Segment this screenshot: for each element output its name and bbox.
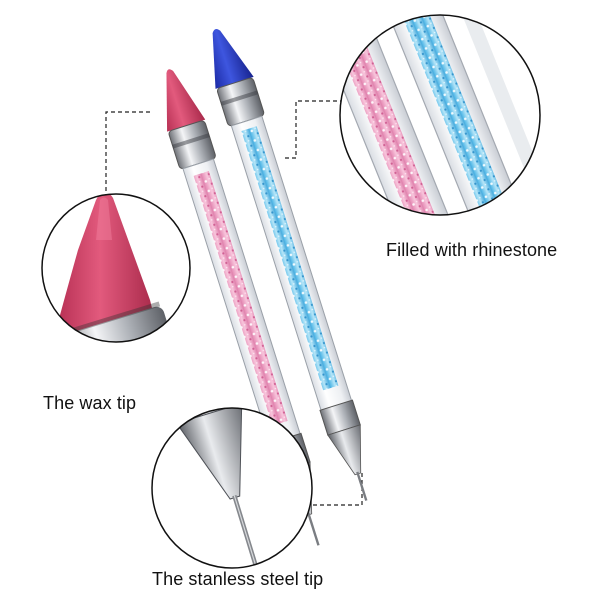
rhinestone-zoom xyxy=(339,14,541,216)
rhinestone-caption: Filled with rhinestone xyxy=(386,240,558,260)
wax-tip-caption: The wax tip xyxy=(43,393,137,413)
pink-wax-tip xyxy=(166,69,206,132)
rhinestone-leader xyxy=(285,100,342,159)
blue-rhinestone-fill xyxy=(241,126,339,391)
blue-wax-pen xyxy=(212,28,368,501)
wax-tip-zoom xyxy=(41,193,191,343)
steel-tip-caption: The stanless steel tip xyxy=(152,569,324,589)
wax-tip-leader xyxy=(105,111,150,196)
blue-wax-tip xyxy=(212,28,254,89)
pink-rhinestone-fill xyxy=(193,170,288,426)
steel-tip-leader xyxy=(312,473,363,506)
steel-tip-zoom xyxy=(151,407,313,569)
blue-steel-tip xyxy=(327,424,362,476)
